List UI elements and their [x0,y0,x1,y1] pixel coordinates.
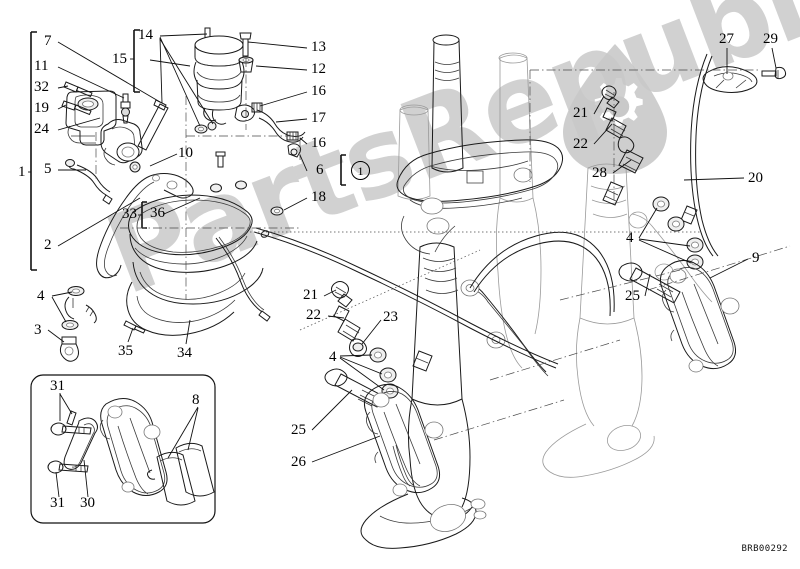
callout-18: 18 [311,189,326,205]
front-fork-assembly [360,34,713,549]
callout-20: 20 [748,170,763,186]
callout-19: 19 [34,100,49,116]
headlight-assembly [123,151,284,336]
callout-22-center: 22 [306,307,321,323]
callout-5: 5 [44,161,52,177]
callout-25-right: 25 [625,288,640,304]
fluid-reservoir-assembly [137,27,306,158]
callout-3: 3 [34,322,42,338]
left-hardware-group [59,286,97,362]
callout-31-bottom: 31 [50,495,65,511]
callout-9: 9 [752,250,760,266]
part-16-clamp-upper [251,102,263,113]
callout-6: 6 [316,162,324,178]
hose-bracket-27 [702,66,787,93]
callout-23: 23 [383,309,398,325]
callout-33: 33 [122,206,137,222]
callout-4-left: 4 [37,288,45,304]
callout-30: 30 [80,495,95,511]
callout-12: 12 [311,61,326,77]
centerlines [95,58,791,441]
master-cylinder-assembly [61,81,194,279]
center-washers-group [369,347,399,399]
callout-35: 35 [118,343,133,359]
center-fittings-group [331,281,367,357]
part-19-bolt [61,100,92,116]
callout-17: 17 [311,110,326,126]
group-bracket-1 [28,31,37,271]
callout-14: 14 [138,27,153,43]
brake-caliper-26 [364,384,444,497]
callout-16-lower: 16 [311,135,326,151]
assembly-badge-1: 1 [351,161,370,180]
callout-11: 11 [34,58,49,74]
leader-lines [47,33,777,498]
callout-2: 2 [44,237,52,253]
callout-13: 13 [311,39,326,55]
group-bracket-15 [130,29,140,93]
callout-4-center: 4 [329,349,337,365]
callout-4-right: 4 [626,230,634,246]
callout-31-top: 31 [50,378,65,394]
callout-21-upper: 21 [573,105,588,121]
callout-26: 26 [291,454,306,470]
callout-28: 28 [592,165,607,181]
callout-36: 36 [150,205,165,221]
caliper-bolt-25-center [324,368,384,408]
pad-kit-inset-box [30,374,216,524]
callout-22-upper: 22 [573,136,588,152]
callout-16-upper: 16 [311,83,326,99]
callout-25-center: 25 [291,422,306,438]
callout-8: 8 [192,392,200,408]
callout-27: 27 [719,31,734,47]
callout-10: 10 [178,145,193,161]
callout-29: 29 [763,31,778,47]
group-bracket-6 [340,154,346,186]
part-code-label: BRB00292 [741,544,788,554]
callout-24: 24 [34,121,49,137]
brake-hose-line [253,53,719,372]
part-32-bolt [63,81,93,98]
callout-34: 34 [177,345,192,361]
callout-32: 32 [34,79,49,95]
brake-caliper-9 [660,260,740,373]
upper-fittings-group [601,85,644,174]
callout-15: 15 [112,51,127,67]
callout-7: 7 [44,33,52,49]
callout-1: 1 [18,164,26,180]
callout-21-center: 21 [303,287,318,303]
